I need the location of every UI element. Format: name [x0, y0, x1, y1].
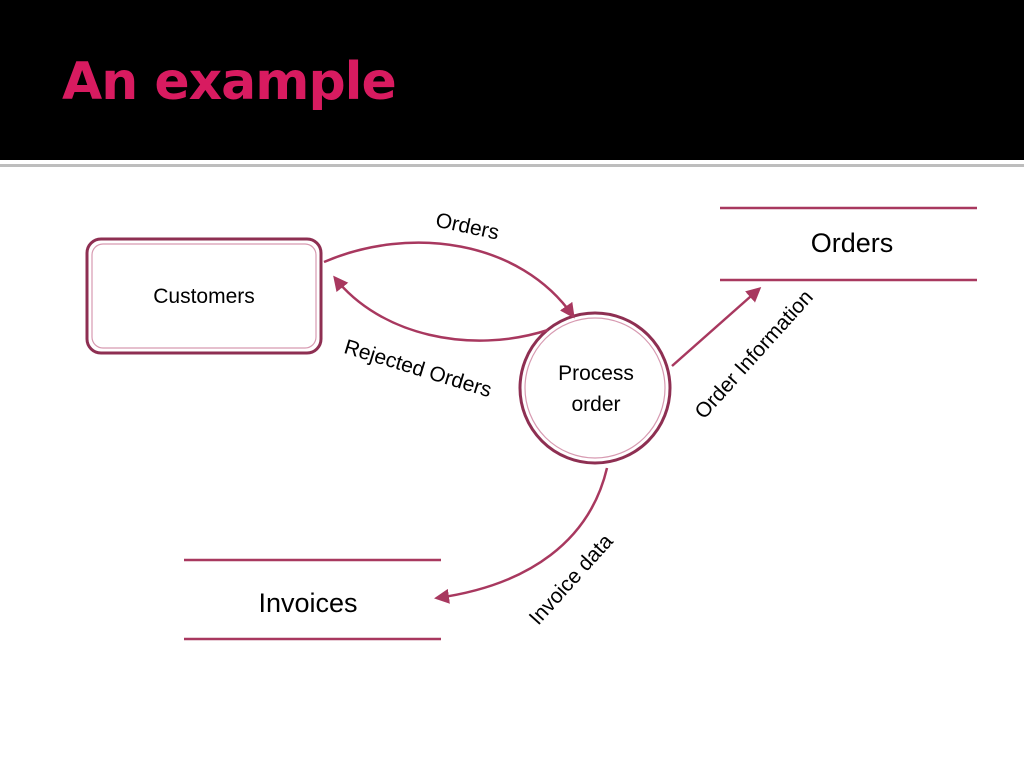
- flow-rejected-arrow: [333, 275, 549, 342]
- title-bar: An example: [0, 0, 1024, 160]
- flow-orders-arrow: [323, 241, 575, 319]
- invoices-store-label: Invoices: [258, 588, 357, 618]
- flow-invoice-arrow: [434, 467, 609, 604]
- flow-order-info-arrow: [671, 287, 762, 367]
- flow-orders-label: Orders: [434, 209, 502, 245]
- title-divider-shadow: [0, 164, 1024, 167]
- slide-title: An example: [62, 52, 397, 112]
- customers-label: Customers: [153, 285, 255, 308]
- title-divider: [0, 160, 1024, 163]
- process-label-line1: Process: [558, 362, 634, 385]
- flow-rejected-label: Rejected Orders: [341, 335, 494, 402]
- flow-invoice-label: Invoice data: [525, 530, 618, 630]
- flow-order-info-label: Order Information: [691, 286, 818, 424]
- customers-entity: Customers: [85, 237, 323, 355]
- process-label-line2: order: [571, 393, 620, 416]
- invoices-data-store: Invoices: [184, 558, 441, 641]
- process-order-node: Process order: [518, 311, 672, 465]
- orders-store-label: Orders: [811, 228, 894, 258]
- orders-data-store: Orders: [720, 206, 977, 282]
